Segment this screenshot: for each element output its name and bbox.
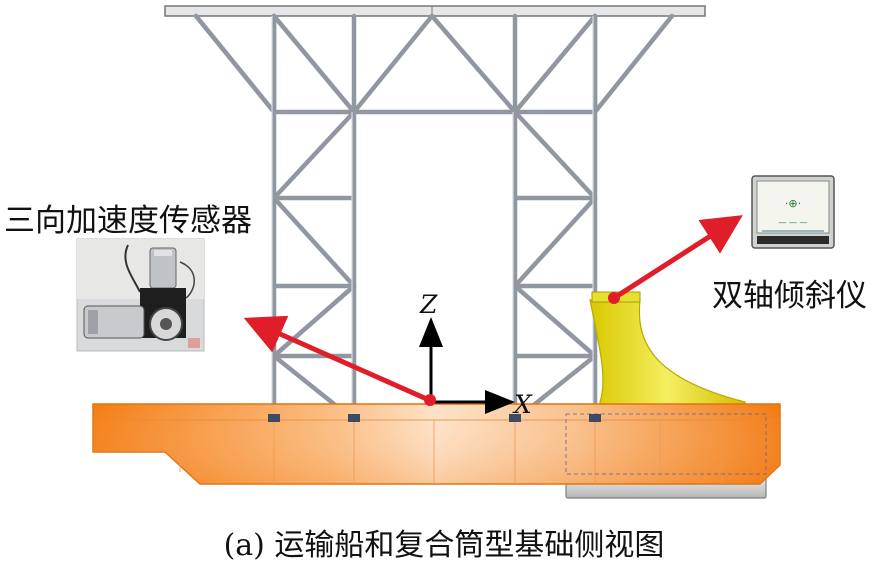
top-beam <box>164 5 706 17</box>
z-axis-label: Z <box>420 290 438 319</box>
coordinate-axes <box>419 317 515 414</box>
accelerometer-origin-dot <box>424 394 436 406</box>
accelerometer-label: 三向加速度传感器 <box>4 203 252 239</box>
accelerometer-photo <box>76 238 205 352</box>
accelerometer-pointer <box>243 315 431 403</box>
x-axis-label: X <box>514 390 532 419</box>
inclinometer-mount-dot <box>608 292 620 304</box>
bucket-foundation <box>589 299 746 409</box>
svg-text:— — —: — — — <box>778 218 807 227</box>
truss-frame <box>193 13 675 423</box>
svg-text:·⊕·: ·⊕· <box>785 197 801 210</box>
inclinometer-photo: ·⊕· — — — <box>751 175 835 249</box>
inclinometer-label: 双轴倾斜仪 <box>712 278 867 314</box>
figure-caption: (a) 运输船和复合筒型基础侧视图 <box>223 528 665 563</box>
inclinometer-pointer <box>612 215 743 301</box>
